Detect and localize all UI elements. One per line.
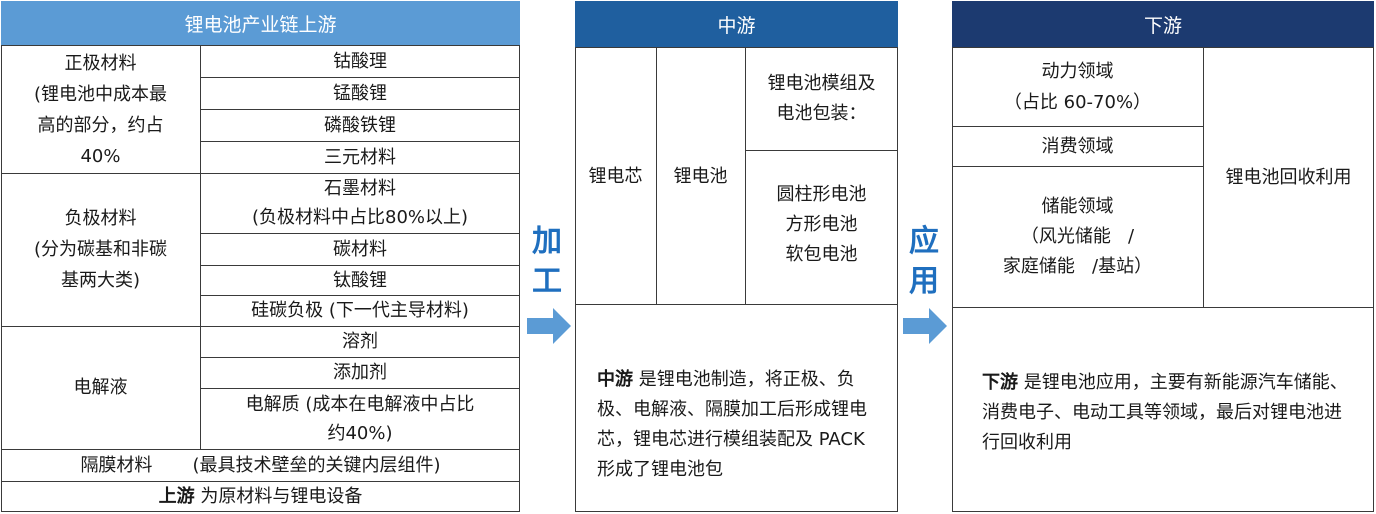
separator-row: 隔膜材料 (最具技术壁垒的关键内层组件) [80,454,441,476]
cathode-item: 三元材料 [324,146,396,168]
right-arrow-icon [527,308,571,344]
power-field: 动力领域 （占比 60-70%） [1003,61,1152,113]
consumer-field: 消费领域 [1041,135,1114,157]
cathode-item: 锰酸锂 [333,82,387,104]
cathode-label: 正极材料 (锂电池中成本最 高的部分，约占 40% [33,52,168,167]
cathode-item: 磷酸铁锂 [324,114,396,136]
anode-item: 钛酸锂 [333,269,387,291]
process-label: 加 工 [532,224,562,299]
anode-item: 石墨材料 (负极材料中占比80%以上) [251,178,469,228]
downstream-header: 下游 [952,1,1374,48]
upstream-header: 锂电池产业链上游 [1,1,520,46]
storage-field: 储能领域 （风光储能 / 家庭储能 /基站） [1002,195,1153,277]
battery-cell-label: 锂电芯 [588,165,643,187]
upstream-footer: 上游 为原材料与锂电设备 [158,486,363,507]
downstream-description: 下游 是锂电池应用，主要有新能源汽车储能、消费电子、电动工具等领域，最后对锂电池… [982,372,1348,453]
midstream-header: 中游 [575,1,898,48]
apply-label: 应 用 [909,224,939,299]
electrolyte-item: 添加剂 [333,362,387,383]
anode-item: 硅碳负极 (下一代主导材料) [251,300,469,321]
electrolyte-label: 电解液 [73,377,128,398]
electrolyte-item: 溶剂 [342,331,378,352]
anode-label: 负极材料 (分为碳基和非碳 基两大类) [33,208,168,291]
midstream-description: 中游 是锂电池制造，将正极、负极、电解液、隔膜加工后形成锂电芯，锂电芯进行模组装… [597,369,867,480]
battery-label: 锂电池 [673,165,728,187]
cathode-item: 钴酸理 [333,51,387,72]
battery-types: 圆柱形电池 方形电池 软包电池 [776,184,867,265]
electrolyte-item: 电解质 (成本在电解液中占比 约40%) [245,393,475,444]
recycle-field: 锂电池回收利用 [1225,167,1352,188]
right-arrow-icon [903,308,947,344]
anode-item: 碳材料 [333,238,387,260]
module-label: 锂电池模组及 电池包装： [767,73,876,124]
